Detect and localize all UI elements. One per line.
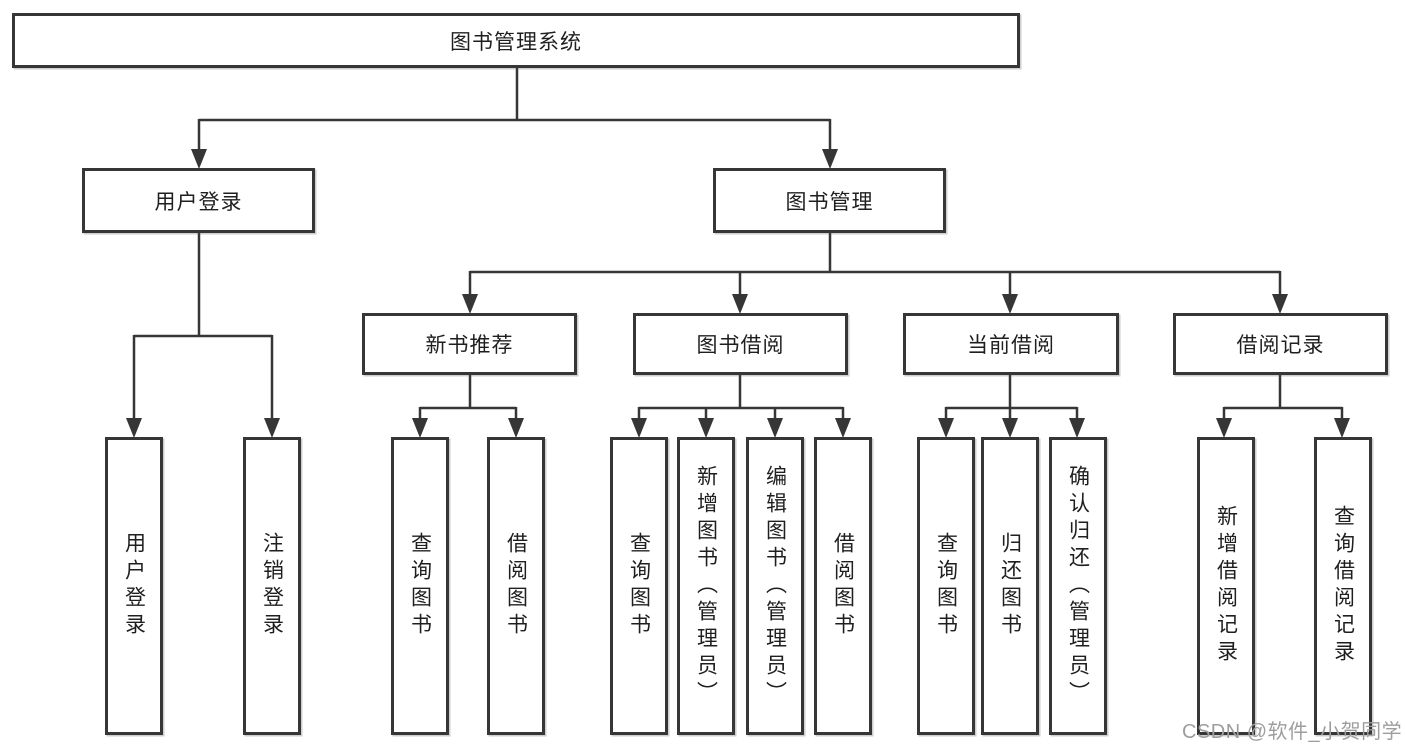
arrow-down-icon — [938, 418, 954, 438]
arrow-down-icon — [822, 149, 838, 169]
node-label: 图书借阅 — [696, 334, 785, 357]
connector-current-borrow-to-leaves — [944, 374, 1079, 421]
arrow-down-icon — [462, 294, 478, 314]
node-label: 借阅图书 — [504, 532, 528, 640]
leaf-edit-books-admin: 编辑图书（管理员） — [746, 437, 804, 735]
leaf-confirm-return-admin: 确认归还（管理员） — [1049, 437, 1107, 735]
csdn-watermark: CSDN @软件_小贺同学 — [1182, 721, 1403, 743]
leaf-query-books: 查询图书 — [391, 437, 449, 735]
node-label: 编辑图书（管理员） — [763, 464, 787, 708]
leaf-query-borrow-record: 查询借阅记录 — [1314, 437, 1372, 735]
leaf-query-books: 查询图书 — [917, 437, 975, 735]
leaf-user-login: 用户登录 — [105, 437, 163, 735]
arrow-down-icon — [1069, 418, 1085, 438]
arrow-down-icon — [732, 294, 748, 314]
node-label: 借阅图书 — [831, 532, 855, 640]
node-label: 图书管理 — [785, 190, 874, 214]
node-label: 借阅记录 — [1236, 334, 1325, 357]
arrow-down-icon — [631, 418, 647, 438]
leaf-query-books: 查询图书 — [610, 437, 668, 735]
node-new-book-recommend: 新书推荐 — [362, 313, 577, 375]
arrow-down-icon — [1272, 294, 1288, 314]
node-label: 查询借阅记录 — [1331, 505, 1355, 667]
arrow-down-icon — [126, 418, 142, 438]
node-label: 当前借阅 — [967, 334, 1055, 357]
node-label: 新增图书（管理员） — [694, 464, 718, 708]
arrow-down-icon — [1002, 294, 1018, 314]
node-label: 查询图书 — [627, 532, 651, 640]
node-book-borrow: 图书借阅 — [633, 313, 848, 375]
node-current-borrow: 当前借阅 — [903, 313, 1119, 375]
node-book-management-branch: 图书管理 — [713, 168, 946, 233]
arrow-down-icon — [412, 418, 428, 438]
connector-book-mgmt-to-modules — [468, 232, 1282, 297]
connector-user-login-to-leaves — [132, 232, 274, 421]
arrow-down-icon — [835, 418, 851, 438]
node-label: 用户登录 — [154, 190, 243, 214]
node-label: 新增借阅记录 — [1214, 505, 1238, 667]
node-label: 确认归还（管理员） — [1066, 464, 1090, 708]
node-label: 查询图书 — [934, 532, 958, 640]
arrow-down-icon — [508, 418, 524, 438]
connector-borrow-records-to-leaves — [1222, 374, 1344, 421]
node-label: 注销登录 — [260, 532, 284, 640]
node-user-login-branch: 用户登录 — [82, 168, 315, 233]
node-label: 归还图书 — [998, 532, 1022, 640]
leaf-borrow-books: 借阅图书 — [487, 437, 545, 735]
node-label: 新书推荐 — [425, 334, 514, 357]
connector-new-book-rec-to-leaves — [418, 374, 518, 421]
node-label: 图书管理系统 — [450, 30, 582, 54]
leaf-add-books-admin: 新增图书（管理员） — [677, 437, 735, 735]
arrow-down-icon — [1002, 418, 1018, 438]
arrow-down-icon — [1334, 418, 1350, 438]
node-borrow-records: 借阅记录 — [1173, 313, 1388, 375]
arrow-down-icon — [767, 418, 783, 438]
node-root-system: 图书管理系统 — [12, 13, 1020, 68]
connector-root-to-level2 — [197, 66, 832, 152]
leaf-borrow-books: 借阅图书 — [814, 437, 872, 735]
leaf-return-books: 归还图书 — [981, 437, 1039, 735]
connector-book-borrow-to-leaves — [637, 374, 845, 421]
node-label: 用户登录 — [122, 532, 146, 640]
arrow-down-icon — [191, 149, 207, 169]
arrow-down-icon — [1216, 418, 1232, 438]
node-label: 查询图书 — [408, 532, 432, 640]
arrow-down-icon — [264, 418, 280, 438]
arrowheads — [126, 149, 1350, 438]
leaf-add-borrow-record: 新增借阅记录 — [1197, 437, 1255, 735]
leaf-logout: 注销登录 — [243, 437, 301, 735]
arrow-down-icon — [698, 418, 714, 438]
